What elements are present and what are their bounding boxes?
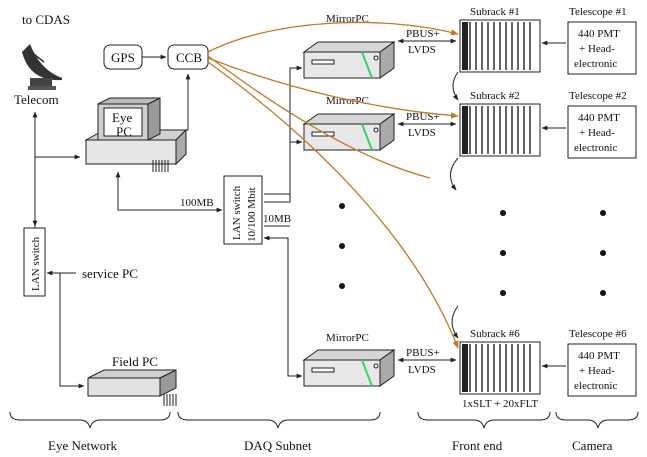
ccb-trigger-2 — [207, 57, 459, 119]
pbus-1-label: PBUS+ — [406, 28, 440, 40]
lan-switch-center — [223, 175, 263, 245]
field-pc-icon — [87, 369, 177, 406]
eye-pc-computer-icon — [84, 97, 188, 172]
lan-switch-left-label: LAN switch — [30, 236, 42, 291]
switch-mirror2-link — [264, 139, 303, 203]
lvds-6-label: LVDS — [408, 364, 436, 376]
mirror-pc-6 — [302, 349, 396, 387]
eye-pc-label-2: PC — [116, 124, 132, 139]
telescope-1-elec: electronic — [574, 58, 617, 70]
switch-mirror6-link — [263, 235, 303, 379]
telescope-2-box — [567, 105, 637, 159]
ccb-label: CCB — [176, 50, 202, 65]
lvds-2-label: LVDS — [408, 127, 436, 139]
slt-flt-label: 1xSLT + 20xFLT — [462, 398, 538, 410]
subrack-chain-2-down — [450, 157, 459, 191]
telescope-6-elec: electronic — [574, 380, 617, 392]
satellite-dish-icon — [22, 44, 62, 90]
mirror-pc-2-label: MirrorPC — [326, 95, 369, 107]
subrack-1 — [459, 19, 541, 73]
link-10mb-label: 10MB — [263, 213, 291, 225]
section-eye-network: Eye Network — [48, 438, 117, 453]
telescope-6-pmt: 440 PMT — [578, 350, 620, 362]
switch-mirror1-link — [264, 65, 303, 195]
telescope-1-pmt: 440 PMT — [578, 28, 620, 40]
subrack-2-label: Subrack #2 — [470, 90, 520, 102]
telescope-6-box — [567, 343, 637, 397]
ccb-box — [167, 44, 209, 70]
telescope-2-pmt: 440 PMT — [578, 112, 620, 124]
telescope-2-head: + Head- — [579, 127, 615, 139]
lan-switch-center-label-1: LAN switch — [231, 185, 243, 240]
ccb-trigger-fan — [207, 55, 431, 179]
telescope-2-elec: electronic — [574, 142, 617, 154]
lan-switch-center-label-2: 10/100 Mbit — [246, 187, 258, 242]
telescope-1-label: Telescope #1 — [569, 6, 627, 18]
subrack-2 — [459, 103, 541, 157]
service-pc-label: service PC — [82, 266, 138, 281]
telescope-1-head: + Head- — [579, 43, 615, 55]
section-front-end: Front end — [452, 438, 503, 453]
pbus-6-label: PBUS+ — [406, 347, 440, 359]
telescope-2-label: Telescope #2 — [569, 90, 627, 102]
eyepc-ccb-link — [160, 73, 191, 131]
section-camera: Camera — [572, 438, 613, 453]
subrack-chain-up-6 — [451, 305, 459, 339]
telescope-6-label: Telescope #6 — [569, 328, 627, 340]
ccb-trigger-6 — [207, 61, 459, 349]
subrack-6-label: Subrack #6 — [470, 328, 520, 340]
lvds-1-label: LVDS — [408, 44, 436, 56]
field-pc-label: Field PC — [112, 354, 158, 369]
subrack-1-label: Subrack #1 — [470, 6, 520, 18]
telescope-6-head: + Head- — [579, 365, 615, 377]
telescope-1-box — [567, 21, 637, 75]
section-braces — [9, 411, 639, 429]
ccb-trigger-1 — [207, 21, 459, 53]
telecom-label: Telecom — [14, 92, 59, 107]
mirror-pc-1 — [302, 41, 396, 79]
section-daq-subnet: DAQ Subnet — [244, 438, 312, 453]
eyepc-daq-link — [115, 171, 223, 213]
to-cdas-label: to CDAS — [22, 12, 70, 27]
ellipsis-dots — [339, 203, 606, 296]
mirror-pc-2 — [302, 113, 396, 151]
field-pc-link — [59, 273, 85, 389]
subrack-6 — [459, 341, 541, 395]
gps-label: GPS — [111, 50, 135, 65]
link-100mb-label: 100MB — [180, 197, 214, 209]
mirror-pc-6-label: MirrorPC — [326, 332, 369, 344]
eye-pc-label: Eye — [112, 110, 132, 125]
eye-pc-lan-link — [34, 154, 81, 228]
subrack-chain-1-2 — [452, 71, 459, 101]
